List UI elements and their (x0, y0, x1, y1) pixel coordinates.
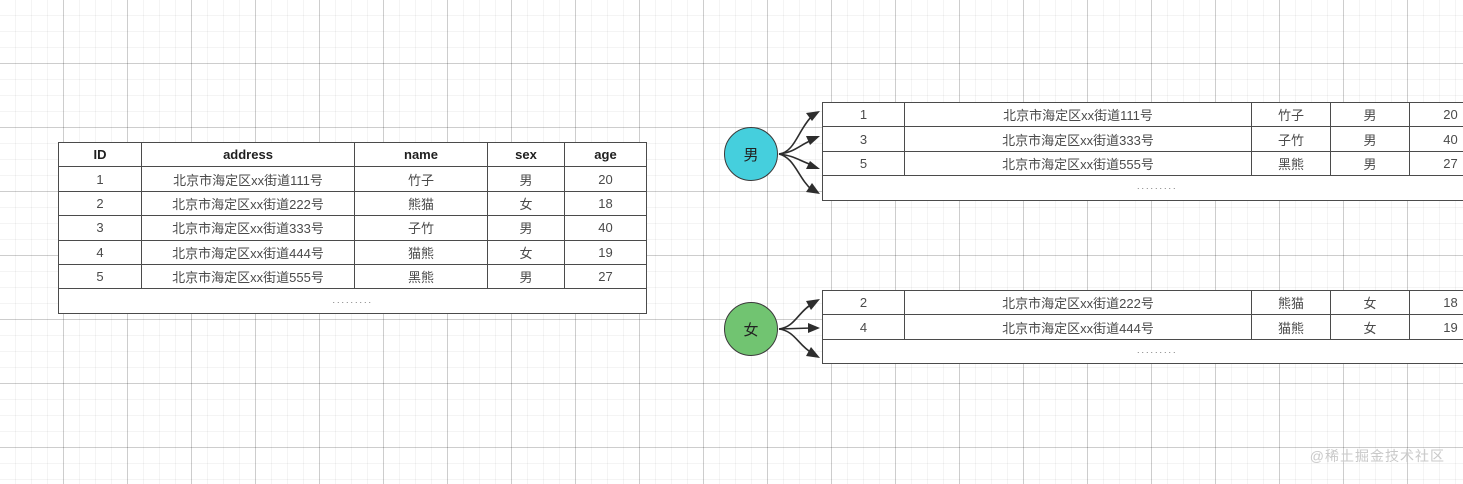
watermark: @稀土掘金技术社区 (1309, 448, 1445, 464)
edge-female-to-row-2 (778, 323, 820, 333)
column-header-age: age (564, 141, 647, 168)
table-more-row: ········· (822, 338, 1463, 365)
cell-sex: 男 (487, 215, 565, 241)
cell-id: 2 (58, 190, 142, 217)
cell-id: 1 (822, 101, 905, 128)
cell-age: 40 (564, 215, 647, 241)
table-row: 3 北京市海定区xx街道333号 子竹 男 40 (58, 215, 647, 241)
ellipsis-dots: ········· (332, 296, 373, 307)
edge-male-to-row-2 (778, 136, 820, 155)
cell-sex: 男 (1330, 126, 1410, 152)
cell-sex: 女 (1330, 289, 1410, 316)
cell-address: 北京市海定区xx街道444号 (904, 314, 1252, 340)
cell-sex: 男 (1330, 101, 1410, 128)
cell-sex: 女 (487, 190, 565, 217)
cell-age: 19 (1409, 314, 1463, 340)
table-row: 1 北京市海定区xx街道111号 竹子 男 20 (58, 166, 647, 192)
table-row: 4 北京市海定区xx街道444号 猫熊 女 19 (58, 239, 647, 265)
edge-male-to-row-4 (778, 153, 820, 194)
cell-id: 5 (822, 150, 905, 177)
source-user-table: ID address name sex age 1 北京市海定区xx街道111号… (58, 141, 647, 314)
cell-address: 北京市海定区xx街道111号 (141, 166, 355, 192)
cell-id: 3 (58, 215, 142, 241)
ellipsis-dots: ········· (1136, 183, 1178, 194)
table-row: 5 北京市海定区xx街道555号 黑熊 男 27 (822, 150, 1463, 177)
table-row: 2 北京市海定区xx街道222号 熊猫 女 18 (822, 289, 1463, 316)
cell-name: 竹子 (1251, 101, 1331, 128)
cell-name: 猫熊 (354, 239, 488, 265)
cell-id: 5 (58, 263, 142, 290)
cell-id: 4 (822, 314, 905, 340)
cell-address: 北京市海定区xx街道555号 (141, 263, 355, 290)
column-header-sex: sex (487, 141, 565, 168)
table-row: 5 北京市海定区xx街道555号 黑熊 男 27 (58, 263, 647, 290)
more-rows-indicator: ········· (822, 175, 1463, 201)
table-row: 3 北京市海定区xx街道333号 子竹 男 40 (822, 126, 1463, 152)
more-rows-indicator: ········· (822, 338, 1463, 365)
table-more-row: ········· (822, 175, 1463, 201)
column-header-name: name (354, 141, 488, 168)
cell-age: 18 (1409, 289, 1463, 316)
cell-sex: 女 (487, 239, 565, 265)
edge-male-to-row-1 (778, 111, 820, 155)
cell-name: 黑熊 (1251, 150, 1331, 177)
table-row: 1 北京市海定区xx街道111号 竹子 男 20 (822, 101, 1463, 128)
cell-name: 猫熊 (1251, 314, 1331, 340)
cell-sex: 男 (487, 263, 565, 290)
column-header-id: ID (58, 141, 142, 168)
cell-sex: 女 (1330, 314, 1410, 340)
cell-age: 27 (1409, 150, 1463, 177)
cell-address: 北京市海定区xx街道111号 (904, 101, 1252, 128)
female-shard-table: 2 北京市海定区xx街道222号 熊猫 女 18 4 北京市海定区xx街道444… (822, 289, 1463, 365)
cell-address: 北京市海定区xx街道222号 (141, 190, 355, 217)
cell-age: 20 (1409, 101, 1463, 128)
edge-female-to-row-1 (778, 299, 820, 330)
cell-address: 北京市海定区xx街道333号 (141, 215, 355, 241)
cell-age: 40 (1409, 126, 1463, 152)
cell-sex: 男 (487, 166, 565, 192)
cell-name: 熊猫 (354, 190, 488, 217)
column-header-address: address (141, 141, 355, 168)
shard-node-female-label: 女 (743, 321, 759, 339)
ellipsis-dots: ········· (1136, 346, 1178, 357)
cell-id: 2 (822, 289, 905, 316)
shard-node-male[interactable]: 男 (724, 127, 778, 181)
cell-id: 4 (58, 239, 142, 265)
edge-male-to-row-3 (778, 153, 820, 169)
cell-address: 北京市海定区xx街道444号 (141, 239, 355, 265)
cell-name: 黑熊 (354, 263, 488, 290)
cell-sex: 男 (1330, 150, 1410, 177)
shard-node-male-label: 男 (743, 146, 759, 164)
table-header-row: ID address name sex age (58, 141, 647, 168)
shard-node-female[interactable]: 女 (724, 302, 778, 356)
edge-female-to-row-3 (778, 328, 820, 358)
cell-address: 北京市海定区xx街道222号 (904, 289, 1252, 316)
cell-age: 18 (564, 190, 647, 217)
cell-name: 子竹 (1251, 126, 1331, 152)
cell-age: 27 (564, 263, 647, 290)
cell-name: 竹子 (354, 166, 488, 192)
male-shard-table: 1 北京市海定区xx街道111号 竹子 男 20 3 北京市海定区xx街道333… (822, 101, 1463, 201)
table-row: 4 北京市海定区xx街道444号 猫熊 女 19 (822, 314, 1463, 340)
cell-name: 子竹 (354, 215, 488, 241)
cell-age: 20 (564, 166, 647, 192)
cell-name: 熊猫 (1251, 289, 1331, 316)
cell-id: 1 (58, 166, 142, 192)
table-more-row: ········· (58, 288, 647, 314)
cell-id: 3 (822, 126, 905, 152)
table-row: 2 北京市海定区xx街道222号 熊猫 女 18 (58, 190, 647, 217)
cell-age: 19 (564, 239, 647, 265)
more-rows-indicator: ········· (58, 288, 647, 314)
cell-address: 北京市海定区xx街道333号 (904, 126, 1252, 152)
cell-address: 北京市海定区xx街道555号 (904, 150, 1252, 177)
